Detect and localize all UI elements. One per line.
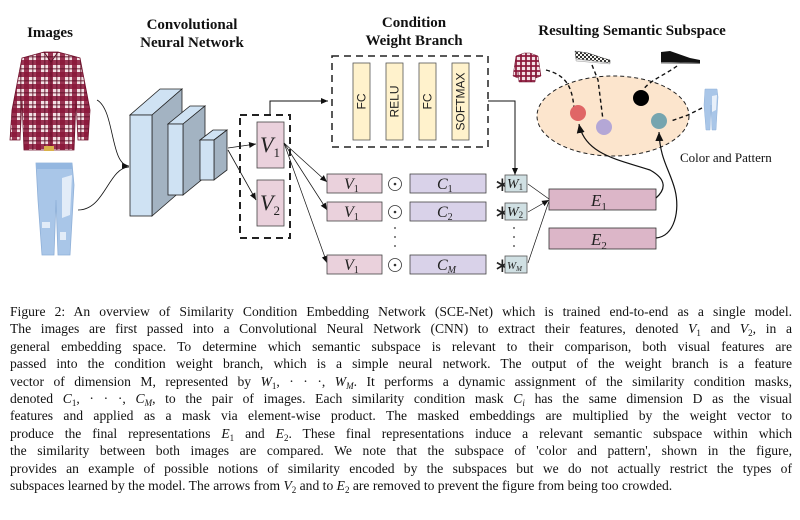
v1-to-weight-branch-arrow bbox=[269, 98, 328, 115]
plaid-shirt-image bbox=[9, 51, 91, 151]
embedding-e2: E2 bbox=[548, 227, 657, 252]
row-mask-label: C2 bbox=[437, 204, 453, 223]
sce-net-figure: Images Convolutional Neural Network Cond… bbox=[9, 15, 772, 277]
lavender-point bbox=[596, 119, 612, 135]
images-title: Images bbox=[27, 25, 73, 41]
cnn-block-3 bbox=[198, 129, 229, 181]
row-mask-box bbox=[409, 254, 487, 275]
caption-line: features and applied as a mask via eleme… bbox=[10, 408, 792, 424]
row-feature-box bbox=[326, 254, 383, 275]
cnn-block-2 bbox=[166, 105, 207, 196]
row-weight-box bbox=[504, 174, 528, 193]
layer-fc-3: FC bbox=[418, 62, 437, 141]
w1-to-e1-arrow bbox=[527, 183, 550, 200]
weight-branch-to-w1-arrow bbox=[488, 100, 518, 175]
row-weight-box bbox=[504, 202, 528, 221]
teal-point bbox=[651, 113, 667, 129]
v1-subscript: 1 bbox=[273, 145, 280, 160]
cnn-title-line2: Neural Network bbox=[140, 35, 244, 51]
row-mask-label: CM bbox=[437, 257, 457, 276]
shirt-to-cnn-arrow bbox=[96, 99, 130, 169]
cwb-title-line2: Weight Branch bbox=[365, 33, 463, 49]
e1-label: E bbox=[590, 191, 602, 210]
wM-to-e1-arrow bbox=[527, 200, 550, 264]
subspace-black-shoe-image bbox=[661, 51, 700, 64]
layer-label: FC bbox=[355, 93, 369, 109]
layer-label: RELU bbox=[388, 85, 402, 117]
jeans-to-cnn-arrow bbox=[77, 166, 130, 211]
caption-line: general embedding space. To determine wh… bbox=[10, 338, 792, 354]
caption-line: vector of dimension M, represented by W1… bbox=[10, 373, 792, 391]
caption-line: produce the final representations E1 and… bbox=[10, 425, 792, 443]
caption-line: provides an example of possible notions … bbox=[10, 460, 792, 476]
row-feature-box bbox=[326, 201, 383, 222]
red-point bbox=[570, 105, 586, 121]
v1-to-row2-arrow bbox=[283, 142, 328, 211]
subspace-connectors bbox=[545, 64, 703, 122]
caption-line: The images are first passed into a Convo… bbox=[10, 321, 792, 339]
layer-label: SOFTMAX bbox=[454, 72, 468, 130]
subspace-shirt-image bbox=[512, 52, 542, 83]
subspace-label: Color and Pattern bbox=[680, 150, 772, 165]
elementwise-product-icon bbox=[388, 177, 402, 191]
row-weight-label: W1 bbox=[507, 177, 523, 192]
ripped-jeans-image bbox=[35, 162, 75, 256]
v1-to-rowM-arrow bbox=[283, 142, 328, 264]
cnn-to-v2-arrow bbox=[227, 149, 257, 201]
row-feature-label: V1 bbox=[344, 176, 359, 195]
v1-label: V bbox=[260, 132, 276, 157]
feature-v2: V2 bbox=[256, 179, 285, 227]
row-weight-label: W2 bbox=[507, 205, 523, 220]
figure-caption: Figure 2: An overview of Similarity Cond… bbox=[10, 303, 792, 496]
subspace-title: Resulting Semantic Subspace bbox=[538, 23, 726, 39]
v1-to-row1-arrow bbox=[283, 142, 328, 183]
row-mask-box bbox=[409, 173, 487, 194]
subspace-jeans-image bbox=[703, 88, 719, 131]
svg-text:V2: V2 bbox=[260, 190, 280, 218]
row-feature-label: V1 bbox=[344, 257, 359, 276]
v2-subscript: 2 bbox=[273, 203, 280, 218]
row-mask-box bbox=[409, 201, 487, 222]
row-feature-label: V1 bbox=[344, 204, 359, 223]
caption-line: subspaces learned by the model. The arro… bbox=[10, 478, 673, 496]
svg-text:V1: V1 bbox=[260, 132, 280, 160]
features-dashed-box bbox=[239, 114, 291, 239]
feature-v1: V1 bbox=[256, 121, 285, 169]
layer-softmax-4: SOFTMAX bbox=[451, 62, 470, 141]
e1-subscript: 1 bbox=[601, 201, 607, 213]
cnn-title-line1: Convolutional bbox=[147, 17, 238, 33]
caption-line: passed into the condition weight branch,… bbox=[10, 356, 792, 372]
svg-text:E1: E1 bbox=[590, 191, 607, 213]
caption-line: the similarity between both images are c… bbox=[10, 443, 792, 459]
svg-text:E2: E2 bbox=[590, 230, 607, 252]
cnn-to-v1-arrow bbox=[227, 142, 257, 149]
w2-to-e1-arrow bbox=[527, 199, 550, 213]
subspace-checkered-sneaker-image bbox=[574, 50, 611, 65]
v2-label: V bbox=[260, 190, 276, 215]
row-feature-box bbox=[326, 173, 383, 194]
e2-subscript: 2 bbox=[601, 240, 607, 252]
e1-to-red-point-arrow bbox=[576, 123, 664, 199]
caption-line: Figure 2: An overview of Similarity Cond… bbox=[10, 304, 792, 319]
elementwise-product-icon bbox=[388, 258, 402, 272]
cwb-title-line1: Condition bbox=[382, 15, 447, 31]
layer-label: FC bbox=[421, 93, 435, 109]
elementwise-product-icon bbox=[388, 205, 402, 219]
layer-relu-2: RELU bbox=[385, 62, 404, 141]
embedding-e1: E1 bbox=[548, 188, 657, 213]
row-weight-box bbox=[504, 255, 528, 274]
caption-line: denoted C1, · · ·, CM, to the pair of im… bbox=[10, 391, 792, 409]
weight-branch-dashed-box bbox=[331, 55, 489, 148]
layer-fc-1: FC bbox=[352, 62, 371, 141]
rows-ellipsis bbox=[394, 227, 515, 247]
row-mask-label: C1 bbox=[437, 176, 453, 195]
e2-label: E bbox=[590, 230, 602, 249]
row-weight-label: WM bbox=[507, 260, 523, 273]
black-point bbox=[633, 90, 649, 106]
e2-to-teal-point-arrow bbox=[655, 131, 678, 239]
semantic-subspace-ellipse bbox=[536, 75, 690, 157]
